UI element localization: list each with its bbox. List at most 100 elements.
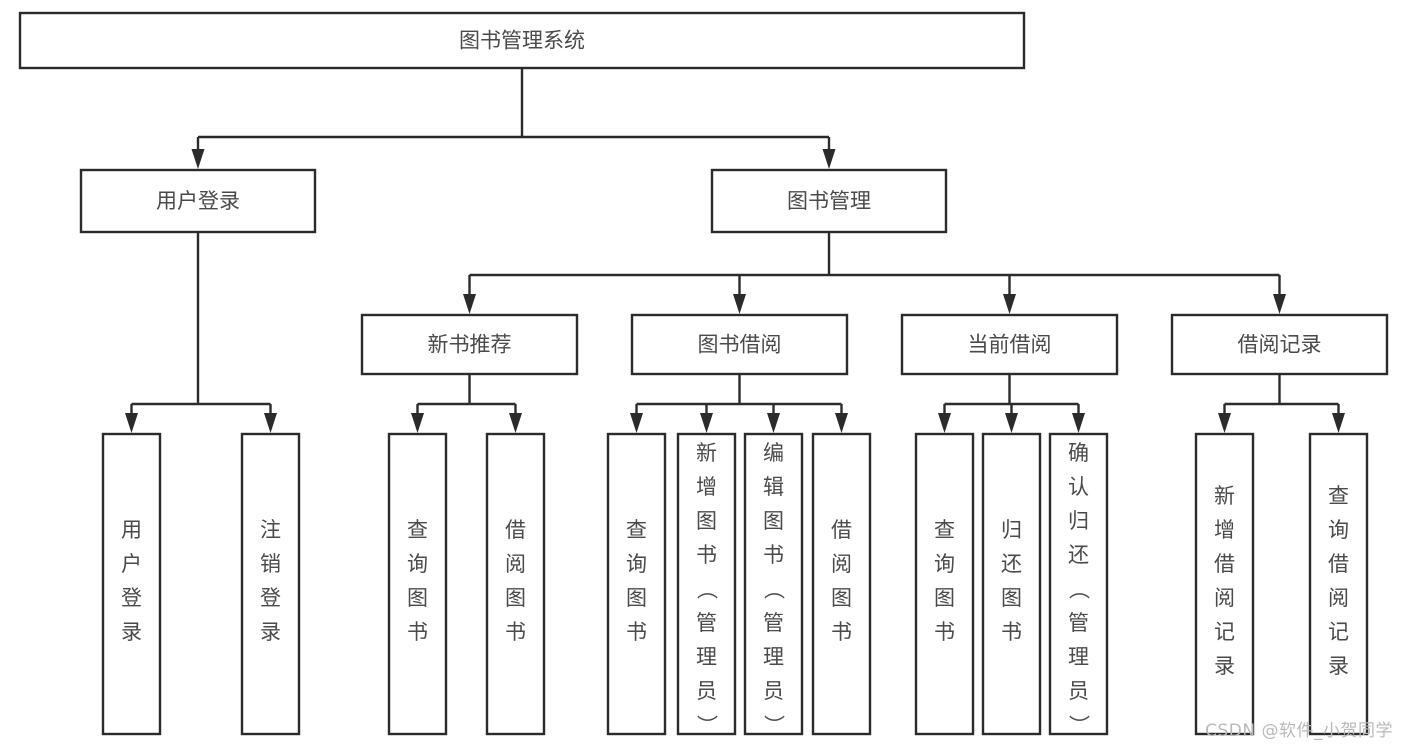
leaf-leaf-edit-book-box[interactable]: [743, 432, 804, 736]
svg-text:录: 录: [121, 620, 142, 644]
svg-text:图: 图: [1001, 586, 1022, 610]
svg-text:书: 书: [696, 543, 717, 567]
svg-text:询: 询: [626, 552, 647, 576]
svg-text:图: 图: [505, 586, 526, 610]
svg-text:图: 图: [407, 586, 428, 610]
svg-text:理: 理: [763, 645, 784, 669]
svg-text:归: 归: [1001, 518, 1022, 542]
svg-text:图: 图: [626, 586, 647, 610]
arrow-head-icon: [1005, 413, 1018, 433]
svg-text:登: 登: [121, 586, 142, 610]
svg-text:阅: 阅: [505, 552, 526, 576]
svg-text:销: 销: [260, 552, 281, 576]
svg-text:图: 图: [831, 586, 852, 610]
svg-text:增: 增: [1214, 518, 1235, 542]
arrow-head-icon: [1273, 294, 1286, 314]
leaf-leaf-add-book-box[interactable]: [676, 432, 737, 736]
svg-text:书: 书: [505, 620, 526, 644]
arrow-head-icon: [463, 294, 476, 314]
arrow-head-icon: [822, 149, 836, 169]
leaf-leaf-query-record-box[interactable]: [1308, 432, 1369, 736]
svg-text:录: 录: [1214, 654, 1235, 678]
node-book-manage-label: 图书管理: [787, 189, 871, 213]
svg-text:（: （: [762, 579, 786, 600]
arrow-head-icon: [411, 413, 424, 433]
svg-text:书: 书: [934, 620, 955, 644]
svg-text:）: ）: [695, 715, 719, 736]
leaf-leaf-user-login-label: 用户登录: [121, 518, 142, 644]
svg-text:（: （: [1067, 579, 1091, 600]
arrow-head-icon: [125, 413, 138, 433]
svg-text:注: 注: [260, 518, 281, 542]
arrow-head-icon: [835, 413, 848, 433]
leaf-leaf-query-book-2-box[interactable]: [606, 432, 667, 736]
svg-text:询: 询: [407, 552, 428, 576]
node-new-book-recommend-label: 新书推荐: [428, 333, 512, 357]
svg-text:归: 归: [1068, 509, 1089, 533]
svg-text:理: 理: [1068, 645, 1089, 669]
svg-text:编: 编: [763, 441, 784, 465]
leaf-leaf-confirm-return-box[interactable]: [1048, 432, 1109, 736]
svg-text:图: 图: [763, 509, 784, 533]
node-new-book-recommend-box[interactable]: [360, 313, 579, 376]
leaf-leaf-return-book-box[interactable]: [981, 432, 1042, 736]
node-user-login-box[interactable]: [79, 168, 317, 234]
node-book-borrow-box[interactable]: [630, 313, 849, 376]
svg-text:理: 理: [696, 645, 717, 669]
svg-text:）: ）: [762, 715, 786, 736]
node-user-login-label: 用户登录: [156, 189, 240, 213]
connector-layer: [125, 68, 1345, 433]
svg-text:查: 查: [1328, 484, 1349, 508]
svg-text:员: 员: [1068, 679, 1089, 703]
node-layer: 图书管理系统用户登录图书管理用户登录注销登录新书推荐查询图书借阅图书图书借阅查询…: [18, 11, 1389, 736]
leaf-leaf-add-record-box[interactable]: [1194, 432, 1255, 736]
svg-text:询: 询: [1328, 518, 1349, 542]
svg-text:辑: 辑: [763, 475, 784, 499]
svg-text:书: 书: [407, 620, 428, 644]
arrow-head-icon: [767, 413, 780, 433]
svg-text:借: 借: [1214, 552, 1235, 576]
svg-text:阅: 阅: [1328, 586, 1349, 610]
svg-text:借: 借: [1328, 552, 1349, 576]
svg-text:管: 管: [1068, 611, 1089, 635]
node-borrow-record-label: 借阅记录: [1238, 333, 1322, 357]
svg-text:记: 记: [1328, 620, 1349, 644]
arrow-head-icon: [509, 413, 522, 433]
svg-text:还: 还: [1001, 552, 1022, 576]
svg-text:记: 记: [1214, 620, 1235, 644]
node-current-borrow-label: 当前借阅: [968, 333, 1052, 357]
leaf-leaf-borrow-book-2-box[interactable]: [811, 432, 872, 736]
arrow-head-icon: [1218, 413, 1231, 433]
leaf-leaf-user-login-box[interactable]: [101, 432, 162, 736]
svg-text:录: 录: [1328, 654, 1349, 678]
node-borrow-record-box[interactable]: [1170, 313, 1389, 376]
svg-text:借: 借: [831, 518, 852, 542]
leaf-leaf-query-book-3-box[interactable]: [914, 432, 975, 736]
arrow-head-icon: [1072, 413, 1085, 433]
leaf-leaf-query-book-1-box[interactable]: [387, 432, 448, 736]
node-current-borrow-box[interactable]: [900, 313, 1119, 376]
root-node-box[interactable]: [18, 11, 1026, 70]
node-book-manage-box[interactable]: [710, 168, 948, 234]
leaf-leaf-borrow-book-1-box[interactable]: [485, 432, 546, 736]
leaf-leaf-user-logout-box[interactable]: [240, 432, 301, 736]
svg-text:还: 还: [1068, 543, 1089, 567]
arrow-head-icon: [700, 413, 713, 433]
svg-text:员: 员: [763, 679, 784, 703]
svg-text:书: 书: [626, 620, 647, 644]
svg-text:查: 查: [407, 518, 428, 542]
svg-text:登: 登: [260, 586, 281, 610]
svg-text:书: 书: [1001, 620, 1022, 644]
svg-text:阅: 阅: [1214, 586, 1235, 610]
svg-text:确: 确: [1068, 441, 1089, 465]
